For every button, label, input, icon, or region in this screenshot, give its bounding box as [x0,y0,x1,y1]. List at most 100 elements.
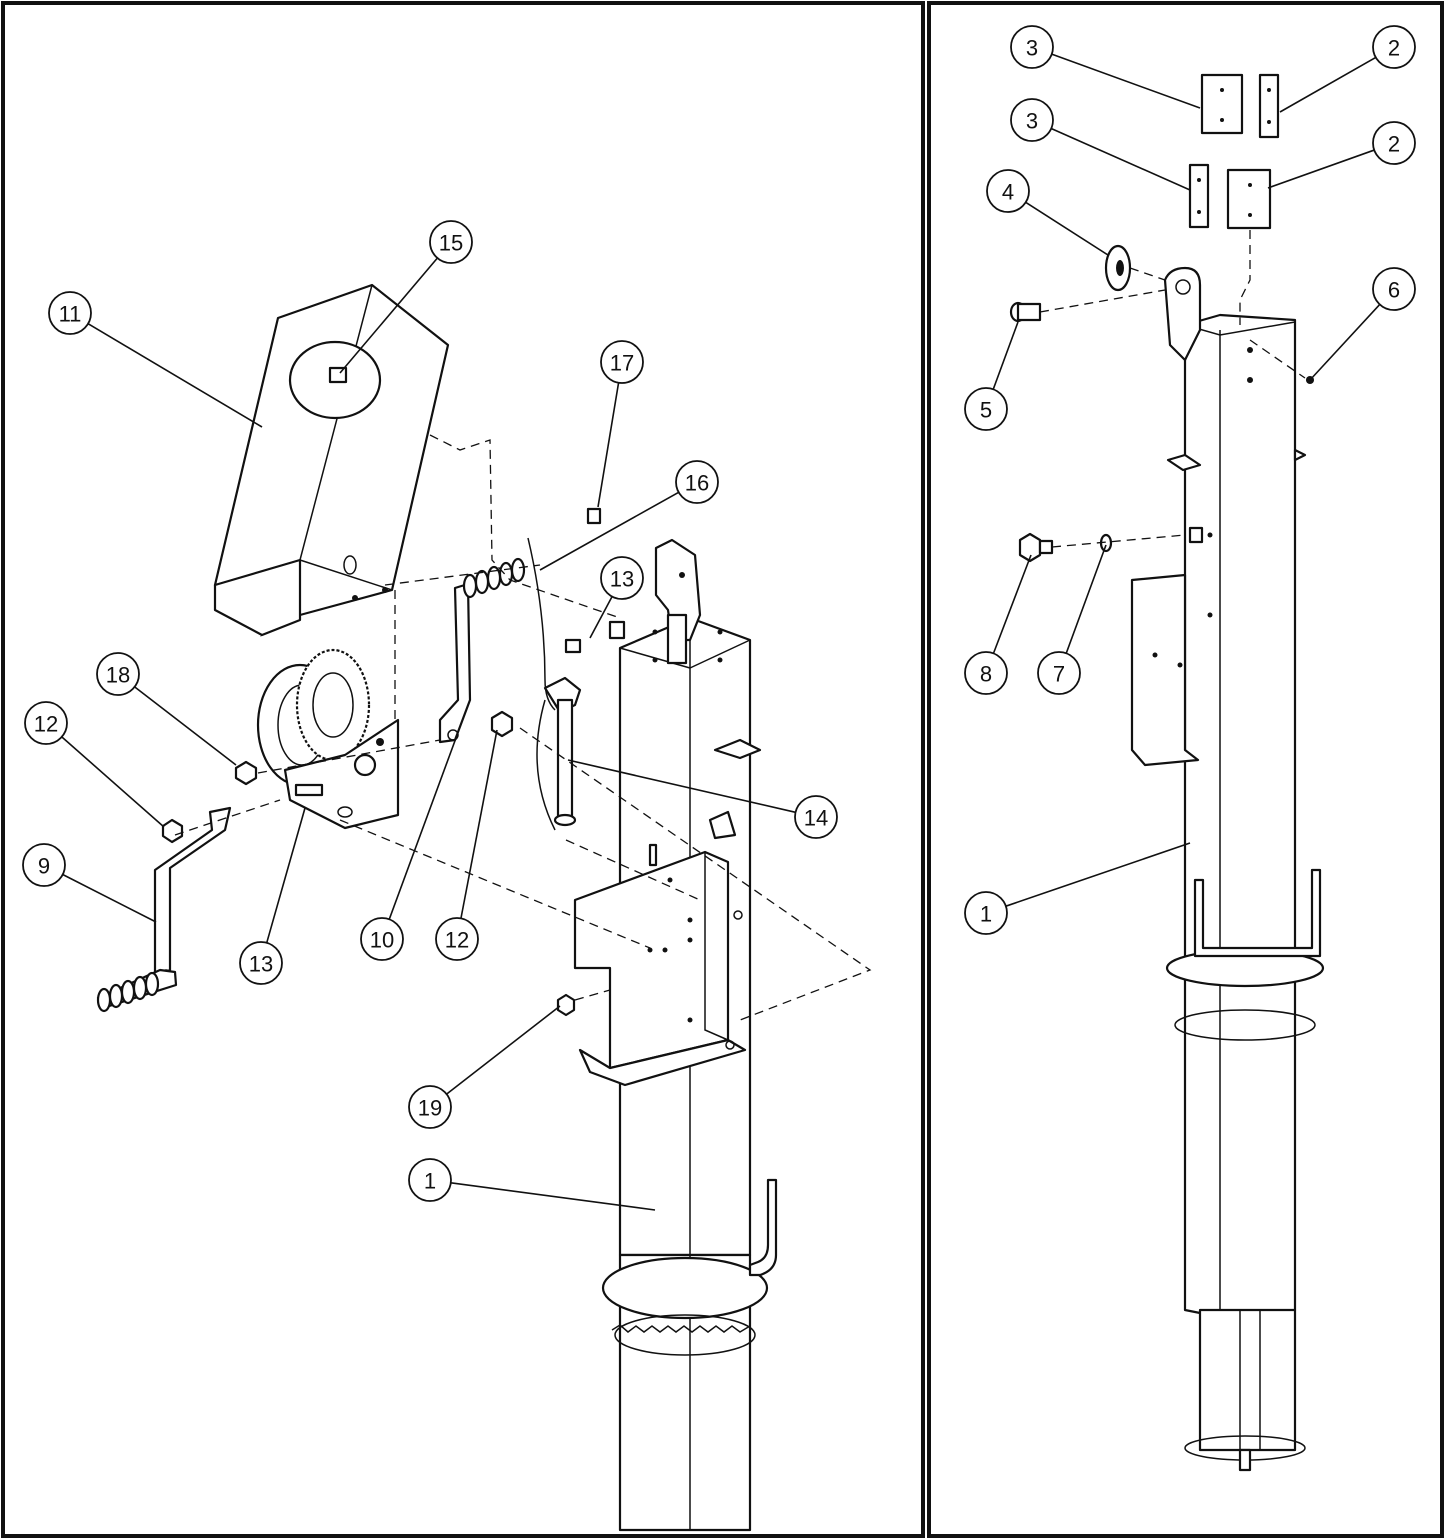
callout-leader-line [265,807,306,944]
callout-leader-line [597,382,620,508]
callout-number: 5 [980,398,992,423]
callout-left-9: 9 [22,843,157,923]
dash-path-r4 [1249,339,1306,379]
callout-right-5: 5 [964,321,1019,431]
callout-bubble [964,651,1008,695]
callout-bubble [964,891,1008,935]
callout-bubble [408,1085,452,1129]
callout-right-2: 2 [1267,121,1416,189]
callout-left-19: 19 [408,1005,561,1129]
pulley-pin [1009,301,1042,323]
callout-bubble [429,220,473,264]
callout-bubble [360,917,404,961]
dash-path-5 [174,799,281,836]
callout-right-3: 3 [1010,25,1201,109]
wear-pad-3-lower [1188,163,1210,229]
callout-number: 15 [439,231,463,256]
callout-leader-line [1279,56,1377,113]
dash-path-6 [339,819,651,949]
callout-leader-line [1065,544,1107,654]
callout-leader-line [339,257,439,374]
callout-bubble [675,460,719,504]
callout-leader-line [567,759,796,814]
callout-right-1: 1 [964,842,1191,935]
dash-path-1 [429,434,621,619]
callout-bubble [600,556,644,600]
callout-bubble [1372,25,1416,69]
callout-number: 2 [1388,132,1400,157]
callout-left-10: 10 [360,737,457,961]
dash-path-r1 [1039,289,1166,313]
callout-leader-line [1051,53,1201,109]
callout-left-14: 14 [567,759,838,839]
callout-bubble [1010,25,1054,69]
bolt-8 [1018,532,1054,563]
callout-right-3: 3 [1010,98,1191,191]
wear-pad-3-top [1200,73,1244,135]
wear-pads [1188,73,1280,230]
winch-cover [213,283,450,637]
winch-handle-left [96,806,232,1013]
callout-left-1: 1 [408,1158,656,1211]
dash-path-8 [565,839,701,901]
callout-bubble [22,843,66,887]
callout-right-4: 4 [986,169,1109,256]
callout-left-13: 13 [239,807,306,985]
callout-bubble [600,340,644,384]
callout-leader-line [1005,842,1191,907]
wear-pad-2-top [1258,73,1280,139]
callout-number: 3 [1026,36,1038,61]
callout-number: 16 [685,471,709,496]
callout-leader-line [61,736,165,828]
bolt-13-upper [564,638,582,654]
callout-leader-line [539,491,680,571]
callout-leader-line [1267,149,1375,189]
nut-13 [608,620,626,640]
handle-grip-upper [462,557,526,599]
callout-number: 9 [38,854,50,879]
callout-number: 12 [445,928,469,953]
callout-bubble [1372,267,1416,311]
pulley-sheave [1104,244,1132,292]
nut-12-right [490,710,514,738]
callout-bubble [1372,121,1416,165]
callout-leader-line [388,737,457,920]
mast-tube-right [1130,313,1325,1472]
callout-bubble [408,1158,452,1202]
callout-leader-line [446,1005,561,1095]
callout-leader-line [589,596,613,639]
bolt-18 [234,760,258,786]
callout-left-16: 16 [539,460,719,571]
callout-number: 2 [1388,36,1400,61]
callout-bubble [986,169,1030,213]
callout-bubble [239,941,283,985]
callout-number: 18 [106,663,130,688]
winch-bracket-plate [573,850,747,1087]
callout-number: 6 [1388,278,1400,303]
callout-left-18: 18 [96,652,237,766]
callout-leader-line [1309,303,1381,381]
callout-right-2: 2 [1279,25,1416,113]
callout-bubble [48,291,92,335]
callout-left-11: 11 [48,291,263,428]
callout-bubble [794,795,838,839]
callout-leader-line [450,1181,656,1211]
callout-number: 1 [980,902,992,927]
bolt-17 [586,507,602,525]
callout-number: 1 [424,1169,436,1194]
dash-path-3 [384,564,541,586]
pulley-bracket [1163,266,1202,362]
callout-left-12: 12 [24,701,165,828]
callout-leader-line [992,554,1032,654]
dash-path-7 [519,727,872,1021]
dash-path-r2 [1129,267,1166,281]
callout-leader-line [62,873,157,923]
dash-path-r3 [1239,230,1251,325]
callout-bubble [964,387,1008,431]
callout-right-8: 8 [964,554,1032,695]
callout-number: 14 [804,806,828,831]
callout-number: 10 [370,928,394,953]
callout-left-15: 15 [339,220,473,374]
dash-path-4 [257,739,441,774]
